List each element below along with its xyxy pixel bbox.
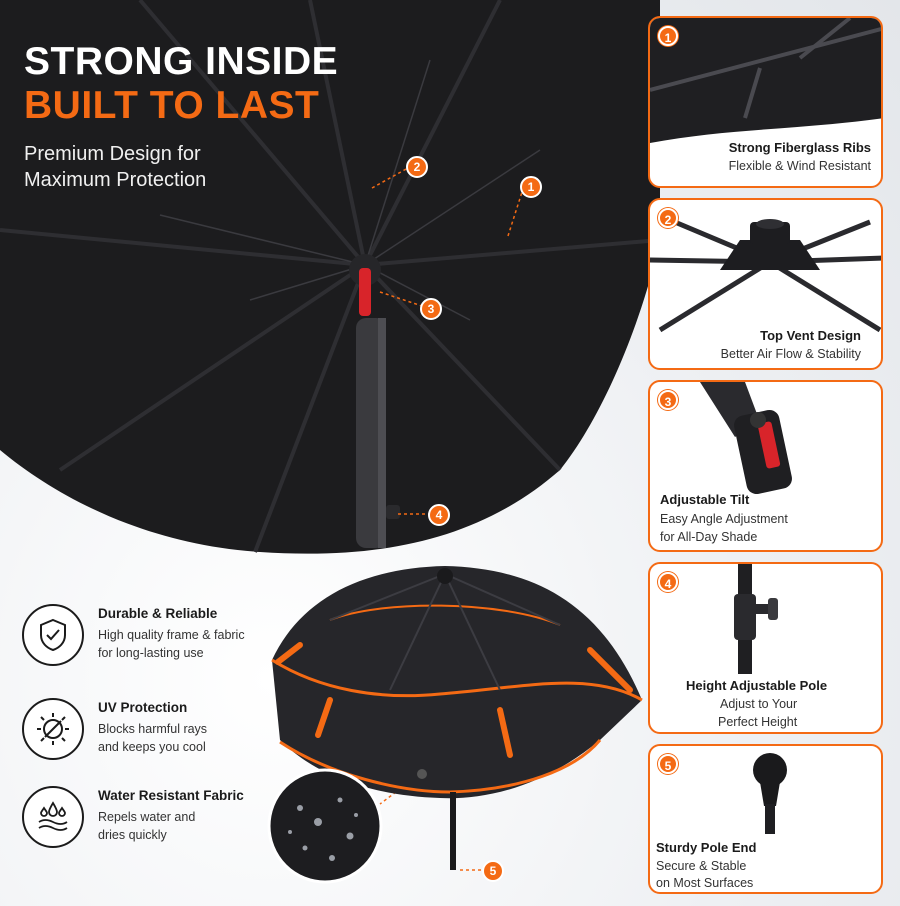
tilt-button: [359, 268, 371, 316]
feature-water-resistant: Water Resistant Fabric Repels water and …: [22, 786, 302, 866]
card-title: Top Vent Design: [760, 328, 861, 343]
card-title: Height Adjustable Pole: [686, 678, 828, 693]
callout-2: 2: [406, 156, 428, 178]
callout-4: 4: [428, 504, 450, 526]
large-canopy: [0, 0, 660, 554]
canopy-ribs: [0, 0, 661, 553]
card-adjustable-tilt: 3 Adjustable Tilt Easy Angle Adjustment …: [648, 380, 883, 552]
feature-line: Blocks harmful rays: [98, 722, 208, 736]
feature-line: dries quickly: [98, 828, 167, 842]
callout-1: 1: [520, 176, 542, 198]
double-canopy-umbrella: [271, 566, 643, 870]
card-number: 5: [658, 754, 678, 774]
card-line: Easy Angle Adjustment: [660, 512, 788, 526]
card-pole-end: 5 Sturdy Pole End Secure & Stable on Mos…: [648, 744, 883, 894]
card-line: Adjust to Your: [720, 697, 798, 711]
card-title: Sturdy Pole End: [656, 840, 757, 855]
card-title: Strong Fiberglass Ribs: [728, 140, 871, 155]
water-drops-icon: [22, 786, 84, 848]
card-line: on Most Surfaces: [656, 876, 754, 890]
card-number: 4: [658, 572, 678, 592]
water-drop-closeup: [267, 768, 383, 884]
card-number: 2: [658, 208, 678, 228]
fiberglass-rib-photo: [650, 18, 881, 143]
card-line: Flexible & Wind Resistant: [728, 159, 871, 173]
feature-line: for long-lasting use: [98, 646, 204, 660]
feature-uv: UV Protection Blocks harmful rays and ke…: [22, 698, 302, 778]
uv-sun-icon: [22, 698, 84, 760]
subheadline-line-2: Maximum Protection: [24, 169, 207, 191]
feature-line: Repels water and: [98, 810, 196, 824]
subheadline-line-1: Premium Design for: [24, 143, 201, 165]
headline-line-2: BUILT TO LAST: [24, 84, 320, 127]
shield-check-icon: [22, 604, 84, 666]
top-vent-photo: [650, 217, 881, 333]
card-number: 3: [658, 390, 678, 410]
pole-end-photo: [753, 753, 787, 834]
pole-knob-photo: [734, 564, 778, 674]
card-height-adjustable: 4 Height Adjustable Pole Adjust to Your …: [648, 562, 883, 734]
callout-3: 3: [420, 298, 442, 320]
card-line: Perfect Height: [718, 715, 798, 729]
feature-line: and keeps you cool: [98, 740, 206, 754]
card-line: for All-Day Shade: [660, 530, 758, 544]
card-title: Adjustable Tilt: [660, 492, 750, 507]
card-number: 1: [658, 26, 678, 46]
feature-title: Water Resistant Fabric: [98, 788, 244, 803]
feature-title: UV Protection: [98, 700, 188, 715]
feature-durable: Durable & Reliable High quality frame & …: [22, 604, 302, 684]
headline-line-1: STRONG INSIDE: [24, 40, 339, 83]
card-line: Secure & Stable: [656, 859, 747, 873]
tilt-mechanism-photo: [700, 382, 792, 495]
card-top-vent: 2 Top Vent Design Better Air Flow & Stab…: [648, 198, 883, 370]
feature-line: High quality frame & fabric: [98, 628, 245, 642]
card-fiberglass-ribs: 1 Strong Fiberglass Ribs Flexible & Wind…: [648, 16, 883, 188]
feature-title: Durable & Reliable: [98, 606, 218, 621]
callout-5: 5: [482, 860, 504, 882]
card-line: Better Air Flow & Stability: [720, 347, 861, 361]
